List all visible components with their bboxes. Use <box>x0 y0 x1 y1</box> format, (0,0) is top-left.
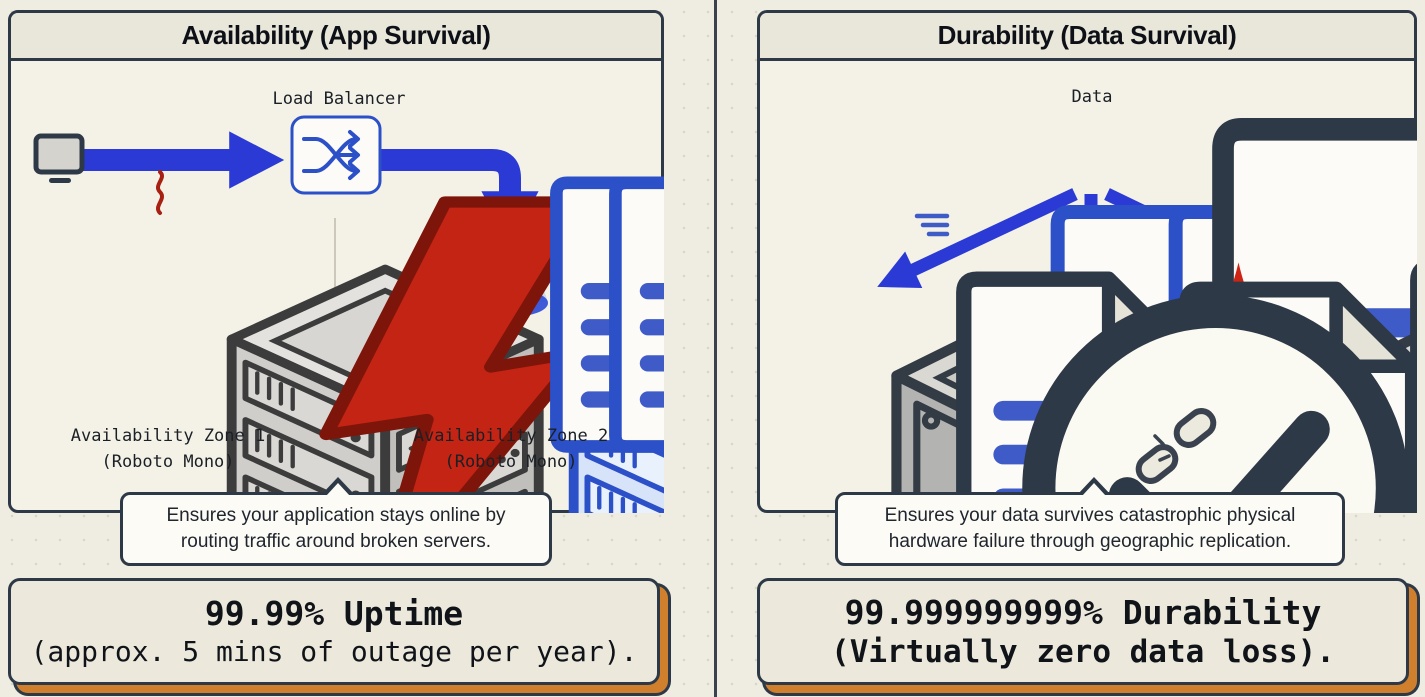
uptime-stat-detail: (approx. 5 mins of outage per year). <box>30 634 638 668</box>
durability-caption-line1: Ensures your data survives catastrophic … <box>884 505 1296 526</box>
availability-panel: Availability (App Survival) <box>8 10 664 513</box>
availability-stat-box: 99.99% Uptime (approx. 5 mins of outage … <box>8 578 660 685</box>
availability-caption-line2: routing traffic around broken servers. <box>180 531 492 552</box>
load-balancer-icon <box>290 115 382 195</box>
durability-caption-bubble: Ensures your data survives catastrophic … <box>835 477 1345 566</box>
panel-divider <box>714 0 717 697</box>
traffic-beam <box>472 250 548 302</box>
data-label: Data <box>1071 87 1113 107</box>
durability-stat-detail: (Virtually zero data loss). <box>831 633 1335 670</box>
availability-caption-line1: Ensures your application stays online by <box>166 505 506 526</box>
availability-titlebar: Availability (App Survival) <box>11 13 661 61</box>
broken-chain-icon <box>1135 408 1217 484</box>
fire-icon <box>1174 262 1417 513</box>
replica-document-icon <box>1174 210 1377 506</box>
traffic-portal-core <box>486 291 534 309</box>
durability-diagram <box>877 10 1417 513</box>
durability-stat-box: 99.999999999% Durability (Virtually zero… <box>757 578 1409 685</box>
uptime-stat: 99.99% Uptime <box>204 593 464 633</box>
document-icon <box>614 181 664 448</box>
replication-arrow-right <box>1104 188 1301 288</box>
replica-document-icon <box>1056 210 1259 506</box>
durability-stat: 99.999999999% Durability <box>844 592 1322 632</box>
availability-caption-bubble: Ensures your application stays online by… <box>120 477 552 566</box>
replication-arrows <box>877 188 1301 296</box>
durability-caption-line2: hardware failure through geographic repl… <box>888 531 1292 552</box>
motion-dashes <box>914 213 1270 237</box>
replica-document-icon <box>1296 210 1417 506</box>
zone2-label: Availability Zone 2 (Roboto Mono) <box>413 426 609 472</box>
replication-arrow-left <box>877 188 1078 289</box>
load-balancer-label: Load Balancer <box>272 89 406 109</box>
failure-squiggle <box>156 170 164 215</box>
durability-title: Durability (Data Survival) <box>937 20 1237 50</box>
traffic-portal-glow <box>472 289 548 317</box>
zone1-label: Availability Zone 1 (Roboto Mono) <box>70 426 266 472</box>
server-zone2-icon <box>574 269 664 513</box>
durability-panel: Durability (Data Survival) <box>757 10 1417 513</box>
monitor-icon <box>33 133 85 183</box>
server-zone1-icon <box>232 269 539 513</box>
safe-document-icon <box>962 277 1185 513</box>
document-icon <box>555 181 664 448</box>
safe-1-icon <box>896 290 1242 513</box>
safe-document-icon <box>1185 287 1415 513</box>
availability-title: Availability (App Survival) <box>181 20 491 50</box>
safe-2-burning-icon <box>1116 310 1417 513</box>
data-document-icon <box>1223 129 1417 513</box>
reroute-arrow <box>378 149 539 247</box>
safe-3-icon <box>1350 284 1417 513</box>
durability-titlebar: Durability (Data Survival) <box>760 13 1414 61</box>
